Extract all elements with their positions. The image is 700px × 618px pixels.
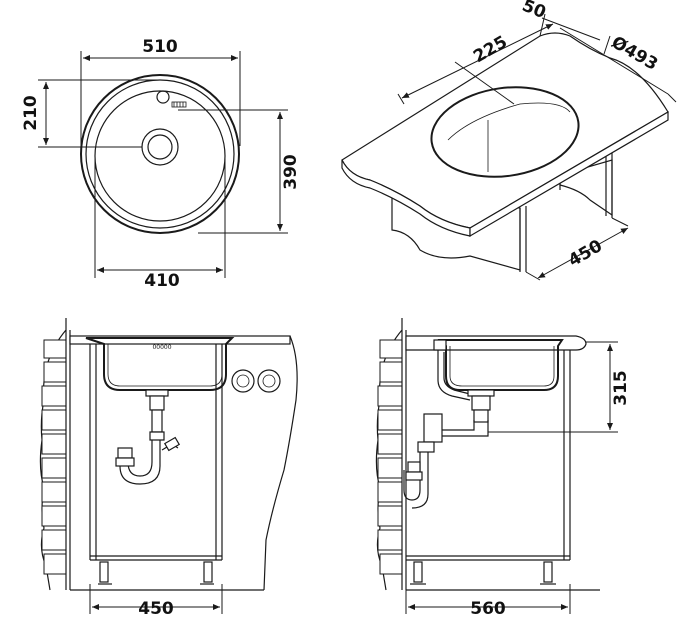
worktop-section [69,335,291,345]
dim-label-50: 50 [519,0,549,23]
dim-label-390: 390 [281,154,301,190]
brick-wall-left [39,318,71,591]
dim-label-210: 210 [21,95,41,131]
dim-line-225 [401,23,554,99]
drain-inner [147,134,173,160]
dim-line-diameter [559,27,669,95]
pipe-outlet-2 [257,369,281,393]
top-view: 510 210 390 410 [21,37,301,291]
dim-label-315: 315 [611,370,631,406]
brick-wall-right [375,318,407,591]
front-section-view: 00000 450 [39,318,298,618]
sink-rim-outer [80,74,240,234]
sink-bowl-section [85,337,235,391]
dim-label-450-front: 450 [138,599,174,618]
pipe-outlet-1 [231,369,255,393]
dim-label-510: 510 [142,37,178,57]
dim-label-560: 560 [470,599,506,618]
dim-label-410: 410 [144,271,180,291]
worktop-top-face [341,32,669,229]
side-section-view: 315 560 [375,318,631,618]
tap-hole [156,90,170,104]
overflow-slot [171,101,187,108]
drain-outer [141,128,179,166]
fitting-label: 00000 [152,344,171,351]
isometric-view: 50 225 Ø493 450 [341,0,677,281]
worktop-right-edge [469,110,669,238]
dim-line-450-iso [537,227,629,279]
dim-label-450-iso: 450 [565,236,606,271]
dim-line-50 [541,17,601,41]
sink-bowl-side-section [437,339,564,391]
